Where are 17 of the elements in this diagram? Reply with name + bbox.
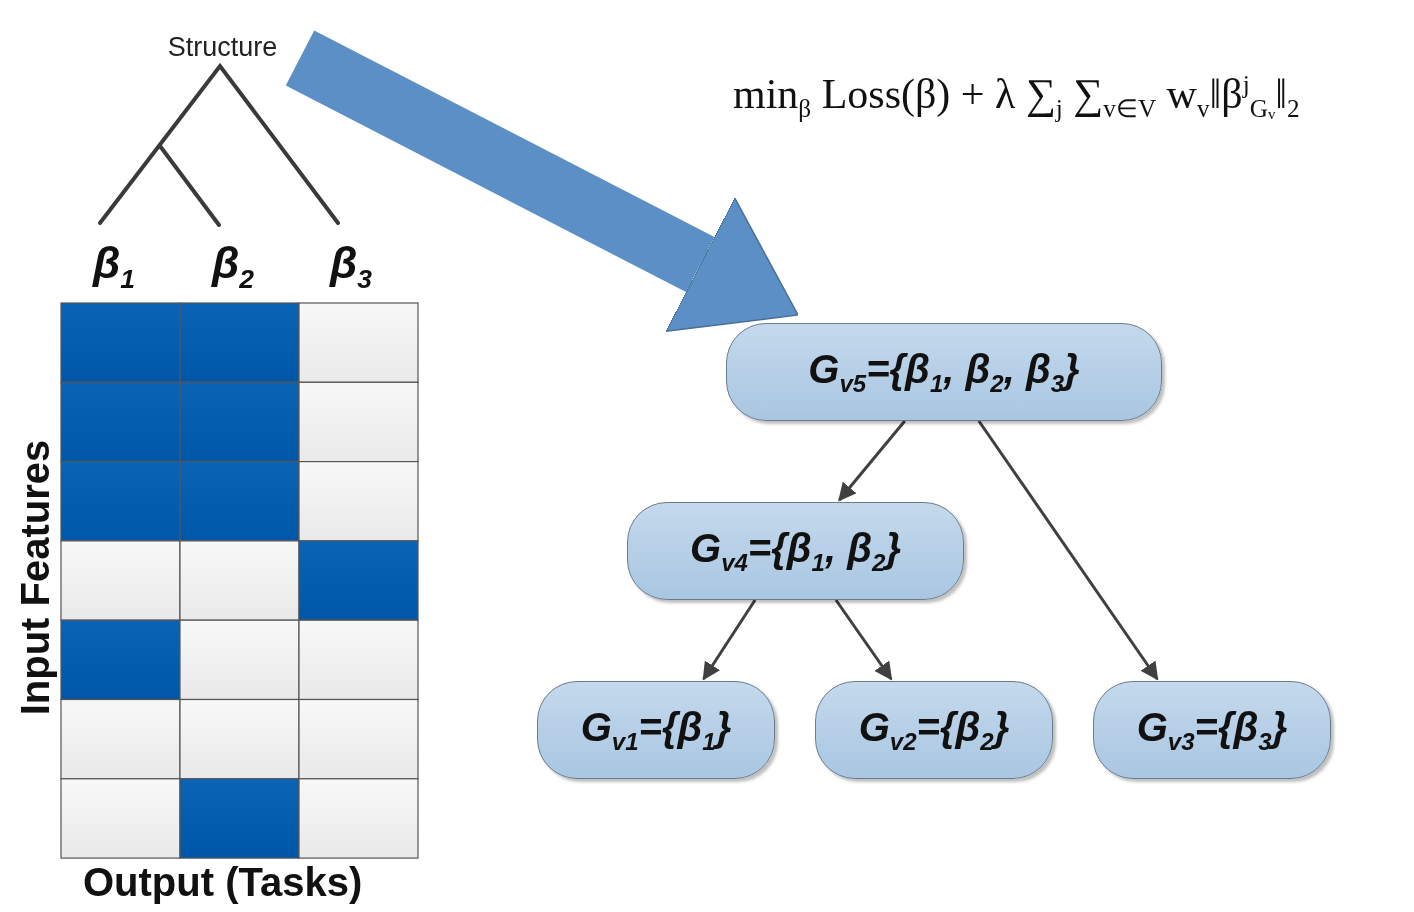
tree-title: Structure bbox=[167, 31, 278, 63]
column-label: β$_{3}$ bbox=[330, 238, 372, 295]
group-node bbox=[726, 323, 1162, 421]
column-label: β$_{2}$ bbox=[212, 238, 254, 295]
group-label: G$_{v1}$={β$_{1}$} bbox=[580, 704, 732, 756]
group-label: G$_{v3}$={β$_{3}$} bbox=[1136, 704, 1288, 756]
group-node bbox=[627, 502, 964, 600]
axis-label: Input Features bbox=[12, 438, 58, 718]
group-label: G$_{v5}$={β$_{1}$, β$_{2}$, β$_{3}$} bbox=[808, 346, 1080, 398]
column-label: β$_{1}$ bbox=[93, 238, 135, 295]
objective-formula: min$_{β}$ Loss(β) + λ ∑$_{j}$ ∑$_{v∈V}$ w$_{v}$‖β$^{j}$$_{Gᵥ}$‖$_{2}$ bbox=[733, 70, 1300, 124]
axis-label: Output (Tasks) bbox=[83, 860, 363, 905]
group-label: G$_{v2}$={β$_{2}$} bbox=[858, 704, 1010, 756]
group-label: G$_{v4}$={β$_{1}$, β$_{2}$} bbox=[690, 525, 901, 577]
group-node bbox=[815, 681, 1053, 779]
group-node bbox=[1093, 681, 1331, 779]
group-node bbox=[537, 681, 775, 779]
